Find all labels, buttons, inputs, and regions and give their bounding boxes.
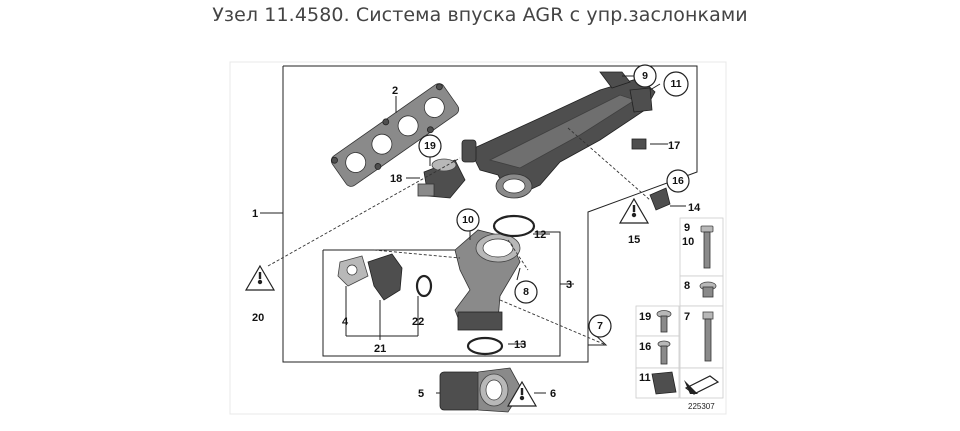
plain-callouts: 1 2 3 4 5 6 12 13 14 15 17 18 20 21 22 bbox=[252, 85, 701, 400]
sidebar-label-16: 16 bbox=[639, 341, 651, 353]
sidebar-cell-19 bbox=[635, 305, 680, 337]
callout-3: 3 bbox=[566, 279, 572, 291]
page-title: Узел 11.4580. Система впуска AGR с упр.з… bbox=[212, 4, 748, 26]
subassembly-outline bbox=[322, 231, 561, 357]
warning-triangle-20-icon bbox=[244, 264, 276, 291]
adapter-21-part bbox=[367, 253, 403, 301]
callout-16: 16 bbox=[672, 175, 684, 187]
stud-7-part bbox=[702, 311, 714, 362]
o-ring-13-part bbox=[466, 336, 504, 356]
direction-arrow-icon bbox=[684, 375, 720, 395]
sidebar-label-10: 10 bbox=[682, 236, 694, 248]
assembly-outline bbox=[282, 65, 698, 363]
agr-valve-part bbox=[417, 158, 466, 199]
callout-18: 18 bbox=[390, 173, 402, 185]
intake-manifold-part bbox=[461, 71, 656, 199]
callout-6: 6 bbox=[550, 388, 556, 400]
callout-12: 12 bbox=[534, 229, 546, 241]
callout-22: 22 bbox=[412, 316, 424, 328]
sidebar-label-11: 11 bbox=[639, 372, 651, 384]
dashed-leaders bbox=[267, 127, 651, 346]
sidebar-cell-16 bbox=[635, 335, 680, 369]
callout-5: 5 bbox=[418, 388, 424, 400]
warning-triangle-15-icon bbox=[618, 197, 650, 224]
callout-20: 20 bbox=[252, 312, 264, 324]
warning-triangle-6-icon bbox=[506, 380, 538, 407]
nut-8-part bbox=[699, 281, 717, 298]
sidebar-cell-8 bbox=[679, 275, 724, 307]
callout-9: 9 bbox=[642, 70, 648, 82]
callout-4: 4 bbox=[342, 316, 349, 328]
callout-14: 14 bbox=[688, 202, 701, 214]
bolt-9-10-part bbox=[700, 225, 714, 269]
intake-pipe-part bbox=[454, 229, 521, 331]
bracket-14-part bbox=[649, 187, 671, 211]
o-ring-22-part bbox=[415, 274, 433, 298]
fastener-sidebar: 9 10 8 19 7 16 11 bbox=[635, 217, 724, 411]
callout-17: 17 bbox=[668, 140, 680, 152]
callout-7: 7 bbox=[597, 320, 603, 332]
clip-11-part bbox=[651, 371, 677, 395]
callout-13: 13 bbox=[514, 339, 526, 351]
callout-21: 21 bbox=[374, 343, 386, 355]
diagram-code: 225307 bbox=[688, 402, 715, 411]
sidebar-label-19: 19 bbox=[639, 311, 651, 323]
callout-15: 15 bbox=[628, 234, 640, 246]
sidebar-label-9: 9 bbox=[684, 222, 690, 234]
circled-callouts: 9 11 19 16 10 8 7 bbox=[418, 64, 690, 338]
bolt-19-part bbox=[656, 310, 672, 333]
callout-2: 2 bbox=[392, 85, 398, 97]
callout-11: 11 bbox=[670, 78, 681, 90]
callout-19: 19 bbox=[424, 140, 436, 152]
sensor-17-part bbox=[631, 138, 647, 150]
bolt-16-part bbox=[657, 340, 671, 365]
callout-1: 1 bbox=[252, 208, 258, 220]
sidebar-label-8: 8 bbox=[684, 280, 690, 292]
callout-8: 8 bbox=[523, 286, 529, 298]
exhaust-gasket-part bbox=[330, 83, 460, 187]
sidebar-cell-7 bbox=[679, 305, 724, 369]
callout-10: 10 bbox=[462, 214, 474, 226]
sidebar-label-7: 7 bbox=[684, 311, 690, 323]
o-ring-12-part bbox=[492, 214, 536, 238]
